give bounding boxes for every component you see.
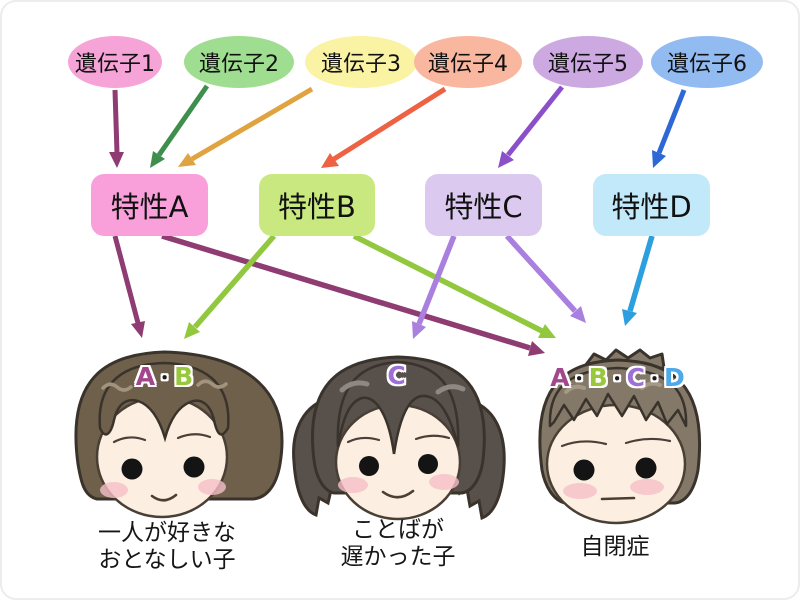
child1-mouth [150,493,178,502]
gene-label: 遺伝子6 [667,52,747,77]
arrow-gene2-to-traitA [150,84,210,168]
child2-eyebrow-right [414,434,451,441]
child1-blush-right [198,479,226,495]
child2-illustration [292,355,506,521]
trait-node-A: 特性A [91,174,208,236]
arrow-gene3-to-traitA [178,86,314,167]
trait-letter: A [550,363,571,392]
child3-face [545,403,687,525]
gene-label: 遺伝子2 [199,52,279,77]
child1-eye-left [121,458,143,480]
trait-node-C: 特性C [425,174,542,236]
caption-line: ことばが [352,517,444,543]
child3-eye-left [573,459,595,481]
arrow-traitB-to-child1 [184,234,277,339]
gene-node-2: 遺伝子2 [184,36,294,88]
arrow-gene6-to-traitD [652,89,687,168]
child3-head-label: A・B・C・D [538,363,698,392]
child1-bangs [98,361,230,443]
gene-label: 遺伝子4 [428,52,508,77]
child2-blush-left [338,477,368,493]
arrow-gene5-to-traitC [498,85,564,168]
gene-node-6: 遺伝子6 [651,36,763,88]
child2-caption: ことばが 遅かった子 [298,517,498,571]
trait-node-B: 特性B [259,174,375,236]
child3-illustration [538,348,701,525]
arrow-traitC-to-child2 [412,234,457,339]
child1-eyebrow-left [112,436,147,444]
child1-eyebrow-right [176,433,212,440]
child3-hair-highlight-right [640,381,662,390]
trait-label: 特性D [611,190,692,224]
child1-caption: 一人が好きな おとなしい子 [67,520,267,574]
child1-head-label: A・B [115,362,215,391]
trait-letter: C [626,363,646,392]
child1-illustration [74,350,284,519]
child1-blush-left [100,482,128,498]
trait-letter: A [135,362,157,391]
trait-letter: B [588,363,609,392]
arrow-traitA-to-child1 [112,235,145,338]
arrow-gene1-to-traitA [109,89,124,168]
gene-node-3: 遺伝子3 [305,36,417,88]
child3-blush-right [630,479,664,495]
gene-node-1: 遺伝子1 [68,36,162,88]
child2-hair-highlight-right [435,384,466,395]
child3-mouth [600,496,636,501]
separator-dot: ・ [608,370,627,390]
separator-dot: ・ [646,370,664,390]
gene-label: 遺伝子1 [75,52,155,77]
child2-eye-left [359,456,379,476]
child3-blush-left [563,483,597,499]
child2-eye-right [418,454,438,474]
gene-label: 遺伝子5 [548,52,628,77]
child1-hair-highlight-left [101,382,133,392]
arrow-traitA-to-child3 [161,233,545,356]
gene-node-4: 遺伝子4 [414,36,522,88]
separator-dot: ・ [570,370,589,390]
gene-label: 遺伝子3 [321,52,401,77]
arrow-gene4-to-traitB [321,86,447,168]
gene-node-5: 遺伝子5 [533,36,643,88]
trait-letter: D [664,363,686,392]
child2-hair-highlight-left [339,380,370,393]
separator-dot: ・ [156,369,175,389]
child3-caption: 自閉症 [515,534,715,561]
trait-letter: B [174,362,195,391]
child2-blush-right [429,474,459,490]
arrow-traitB-to-child3 [352,233,556,338]
trait-label: 特性A [110,190,189,224]
child3-eye-right [635,457,657,479]
child3-eyebrow-left [560,440,608,448]
caption-line: 自閉症 [580,534,650,560]
child2-mouth [381,489,415,499]
caption-line: 一人が好きな [98,520,236,546]
child3-eyebrow-right [624,437,672,445]
child3-hair-highlight-left [564,384,586,394]
arrow-traitD-to-child3 [622,235,655,326]
child2-head-label: C [377,361,417,390]
trait-label: 特性B [278,190,356,224]
arrow-traitC-to-child3 [504,234,586,323]
trait-node-D: 特性D [593,174,710,236]
child2-eyebrow-left [346,436,381,444]
caption-line: おとなしい子 [98,547,236,573]
trait-letter: C [387,361,407,390]
child1-eye-right [183,456,205,478]
trait-label: 特性C [444,190,523,224]
caption-line: 遅かった子 [340,544,456,570]
child1-hair-highlight-right [196,379,228,389]
